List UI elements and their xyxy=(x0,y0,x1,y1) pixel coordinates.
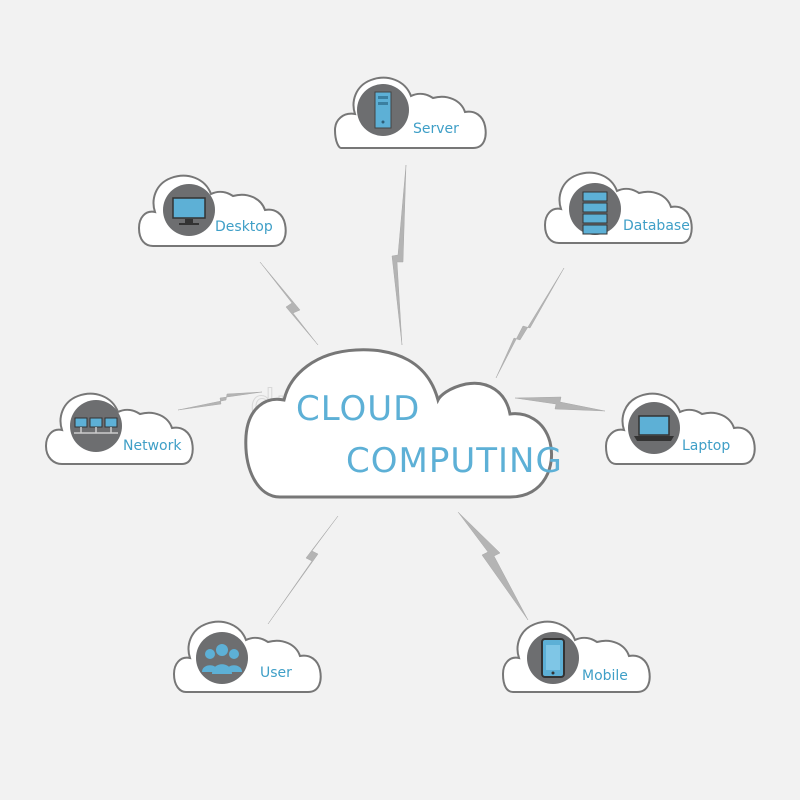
node-network: Network xyxy=(44,392,194,465)
bolt-mobile xyxy=(457,511,529,621)
node-database: Database xyxy=(543,171,693,244)
bolt-database xyxy=(495,267,565,379)
icon-circle xyxy=(196,632,248,684)
network-icon xyxy=(74,417,118,434)
node-label: Mobile xyxy=(582,668,628,684)
mobile-icon xyxy=(541,638,565,678)
node-laptop: Laptop xyxy=(604,392,756,465)
node-label: Network xyxy=(123,438,182,454)
bolt-laptop xyxy=(514,396,606,412)
node-desktop: Desktop xyxy=(137,174,287,247)
node-user: User xyxy=(172,620,322,693)
desktop-icon xyxy=(172,197,206,225)
bolt-user xyxy=(267,515,339,625)
database-icon xyxy=(582,191,608,235)
server-icon xyxy=(374,91,392,129)
bolt-desktop xyxy=(259,261,319,346)
node-label: Desktop xyxy=(215,219,273,235)
node-label: Database xyxy=(623,218,690,234)
bolt-server xyxy=(391,164,407,346)
central-cloud: CLOUD COMPUTING xyxy=(244,348,563,499)
bolt-network xyxy=(177,391,263,411)
center-title-line2: COMPUTING xyxy=(346,441,563,481)
node-label: Server xyxy=(413,121,459,137)
node-label: Laptop xyxy=(682,438,730,454)
central-cloud-shape xyxy=(244,348,554,499)
center-title-line1: CLOUD xyxy=(296,389,420,429)
node-label: User xyxy=(260,665,292,681)
node-mobile: Mobile xyxy=(501,620,651,693)
connector-bolts xyxy=(177,164,606,625)
node-server: Server xyxy=(333,76,487,149)
laptop-icon xyxy=(634,415,674,441)
user-icon xyxy=(202,644,242,674)
